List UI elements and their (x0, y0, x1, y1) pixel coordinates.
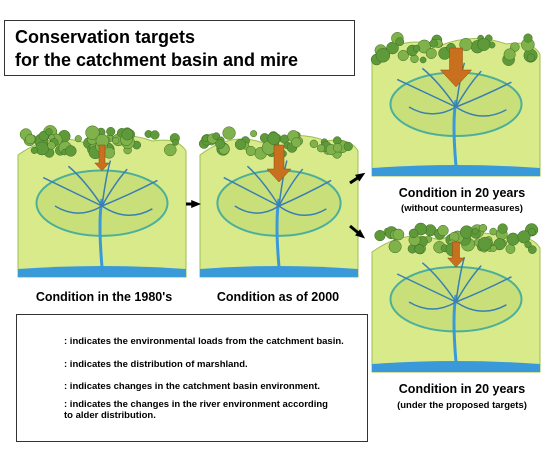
river-2000 (200, 266, 358, 277)
title-line-2: for the catchment basin and mire (15, 50, 299, 70)
stream-branch (42, 176, 103, 207)
legend-alder-text: : indicates the changes in the river env… (64, 399, 328, 410)
stream-branch (455, 70, 482, 108)
stream-branch (246, 165, 280, 207)
legend-forest-text: : indicates changes in the catchment bas… (64, 381, 321, 392)
river-20yr-without (372, 165, 540, 176)
stream-branch (234, 205, 280, 214)
transition-arrowhead (191, 200, 201, 208)
load-arrow (447, 241, 465, 268)
stream-branch (455, 106, 507, 117)
stream-branch (421, 67, 457, 108)
legend-marsh-text: : indicates the distribution of marshlan… (64, 359, 248, 370)
legend-arrow-text: : indicates the environmental loads from… (64, 336, 344, 347)
stream-branch (278, 160, 288, 207)
subcaption-20yr-proposed: (under the proposed targets) (397, 400, 527, 411)
load-arrow (439, 47, 473, 88)
title-box: Conservation targets for the catchment b… (4, 20, 355, 76)
title-line-1: Conservation targets (15, 27, 196, 47)
load-arrow (94, 144, 110, 172)
stream-branch (101, 160, 112, 207)
transition-arrowhead (355, 229, 366, 239)
stream-branch (396, 78, 457, 108)
river-20yr-proposed (372, 361, 540, 372)
stream-branch (396, 273, 457, 303)
stream-1980s (98, 198, 104, 268)
panel-20yr-proposed (371, 222, 541, 373)
caption-20yr-without: Condition in 20 years (398, 186, 526, 200)
stream-branch (455, 301, 507, 312)
river-1980s (18, 266, 186, 277)
stream-branch (408, 106, 457, 115)
panel-20yr-without (370, 32, 541, 177)
stream-branch (408, 301, 457, 310)
stream-branch (54, 205, 103, 214)
stream-branch (421, 262, 457, 303)
caption-1980s: Condition in the 1980's (35, 290, 173, 304)
stream-branch (455, 256, 466, 303)
stream-branch (101, 205, 153, 216)
stream-branch (278, 179, 332, 207)
stream-branch (101, 168, 128, 207)
panel-1980s (17, 125, 187, 278)
stream-20yr-proposed (452, 294, 458, 363)
stream-branch (455, 81, 512, 108)
legend-alder-text-2: to alder distribution. (64, 410, 156, 421)
legend-box: : indicates the environmental loads from… (16, 314, 368, 442)
load-arrow (266, 144, 292, 183)
stream-20yr-without (452, 99, 458, 167)
stream-branch (278, 205, 327, 216)
subcaption-20yr-without: (without countermeasures) (401, 203, 523, 214)
stream-branch (455, 276, 512, 303)
caption-20yr-proposed: Condition in 20 years (398, 382, 526, 396)
stream-branch (101, 179, 158, 207)
stream-branch (67, 165, 103, 207)
stream-branch (455, 265, 482, 303)
stream-2000 (275, 198, 281, 268)
stream-branch (223, 176, 280, 207)
stream-branch (278, 168, 304, 207)
transition-arrowhead (355, 172, 366, 182)
panel-2000 (198, 126, 359, 278)
caption-2000: Condition as of 2000 (216, 290, 340, 304)
